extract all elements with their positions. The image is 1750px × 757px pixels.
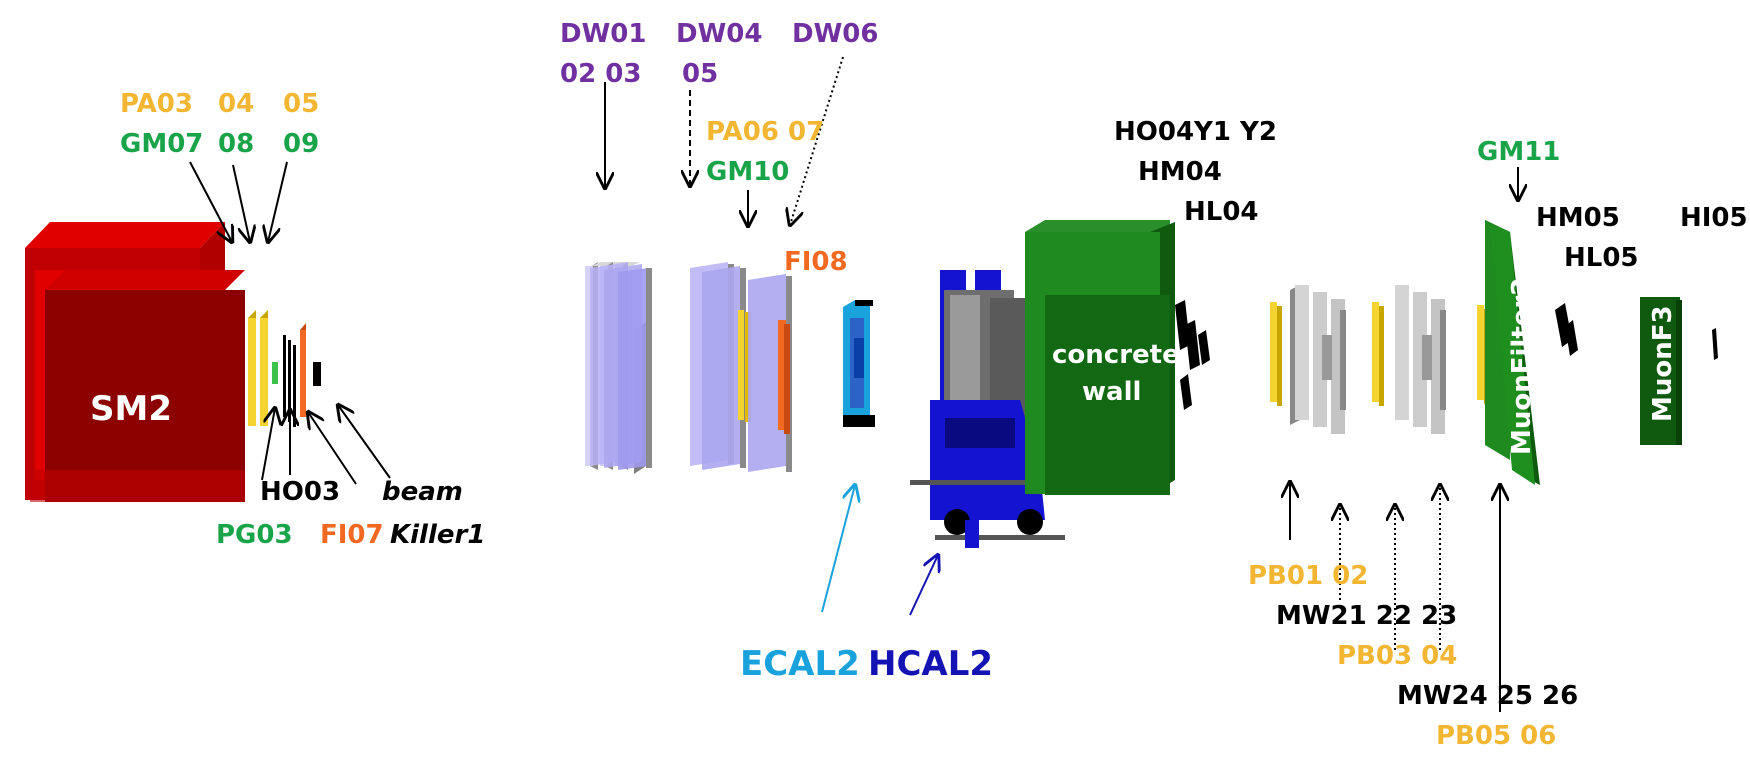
- label-pa05: 05: [283, 89, 319, 119]
- label-ho04y1y2: HO04Y1 Y2: [1114, 117, 1277, 147]
- hcal2-calorimeter: [910, 270, 1065, 548]
- mw-group-1: [1270, 285, 1346, 434]
- label-ecal2: ECAL2: [740, 644, 860, 684]
- label-hm05: HM05: [1536, 203, 1620, 233]
- label-gm09: 09: [283, 129, 319, 159]
- label-dw06: DW06: [792, 19, 878, 49]
- hcal2-arrow: [909, 555, 938, 616]
- label-dw04: DW04: [676, 19, 762, 49]
- sm2-label: SM2: [90, 389, 172, 429]
- label-dw01: DW01: [560, 19, 646, 49]
- hodoscope-hi05: [1712, 328, 1718, 360]
- label-pb0304: PB03 04: [1337, 641, 1457, 671]
- label-beam-killer-2: Killer1: [390, 520, 485, 550]
- hodoscope-hm05: [1555, 303, 1578, 356]
- label-pb0506: PB05 06: [1436, 721, 1556, 751]
- muonfilter2-label: MuonFilter2: [1507, 278, 1537, 455]
- label-hl05: HL05: [1564, 243, 1639, 273]
- label-gm07: GM07: [120, 129, 203, 159]
- label-hm04: HM04: [1138, 157, 1222, 187]
- ecal2-arrow: [821, 485, 855, 613]
- hodoscopes-after-wall: [1175, 300, 1210, 410]
- label-mw212223: MW21 22 23: [1276, 601, 1457, 631]
- label-pa0607: PA06 07: [706, 117, 824, 147]
- muonf3-label: MuonF3: [1648, 305, 1678, 422]
- label-hcal2: HCAL2: [868, 644, 993, 684]
- label-pa03: PA03: [120, 89, 193, 119]
- label-beam-killer-1: beam: [382, 477, 463, 507]
- mw-group-2: [1372, 285, 1446, 434]
- concrete-wall-label-2: wall: [1082, 377, 1141, 407]
- label-gm11: GM11: [1477, 137, 1560, 167]
- label-dw05: 05: [682, 59, 718, 89]
- label-gm10: GM10: [706, 157, 789, 187]
- label-fi07: FI07: [320, 520, 384, 550]
- label-pa04: 04: [218, 89, 254, 119]
- label-gm08: 08: [218, 129, 254, 159]
- label-hl04: HL04: [1184, 197, 1259, 227]
- ecal2-calorimeter: [843, 300, 875, 427]
- label-pg03: PG03: [216, 520, 293, 550]
- arrows: [189, 56, 1518, 712]
- dw-chambers-2: [690, 262, 792, 472]
- label-mw242526: MW24 25 26: [1397, 681, 1578, 711]
- label-ho03: HO03: [260, 477, 340, 507]
- label-pb0102: PB01 02: [1248, 561, 1368, 591]
- concrete-wall: concrete wall: [1025, 220, 1180, 495]
- sm2-magnet: SM2: [25, 222, 245, 502]
- muonf3: MuonF3: [1640, 297, 1682, 445]
- detectors-after-sm2: [248, 310, 321, 427]
- label-hi05: HI05: [1680, 203, 1748, 233]
- label-fi08: FI08: [784, 247, 848, 277]
- ho03-hodoscope: [283, 335, 296, 427]
- label-dw0203: 02 03: [560, 59, 641, 89]
- labels: PA03 04 05 GM07 08 09 PG03 HO03 FI07 bea…: [120, 19, 1748, 751]
- muonfilter2: MuonFilter2: [1485, 220, 1540, 485]
- dw-chambers-1-faces: [590, 262, 652, 470]
- concrete-wall-label-1: concrete: [1052, 340, 1180, 370]
